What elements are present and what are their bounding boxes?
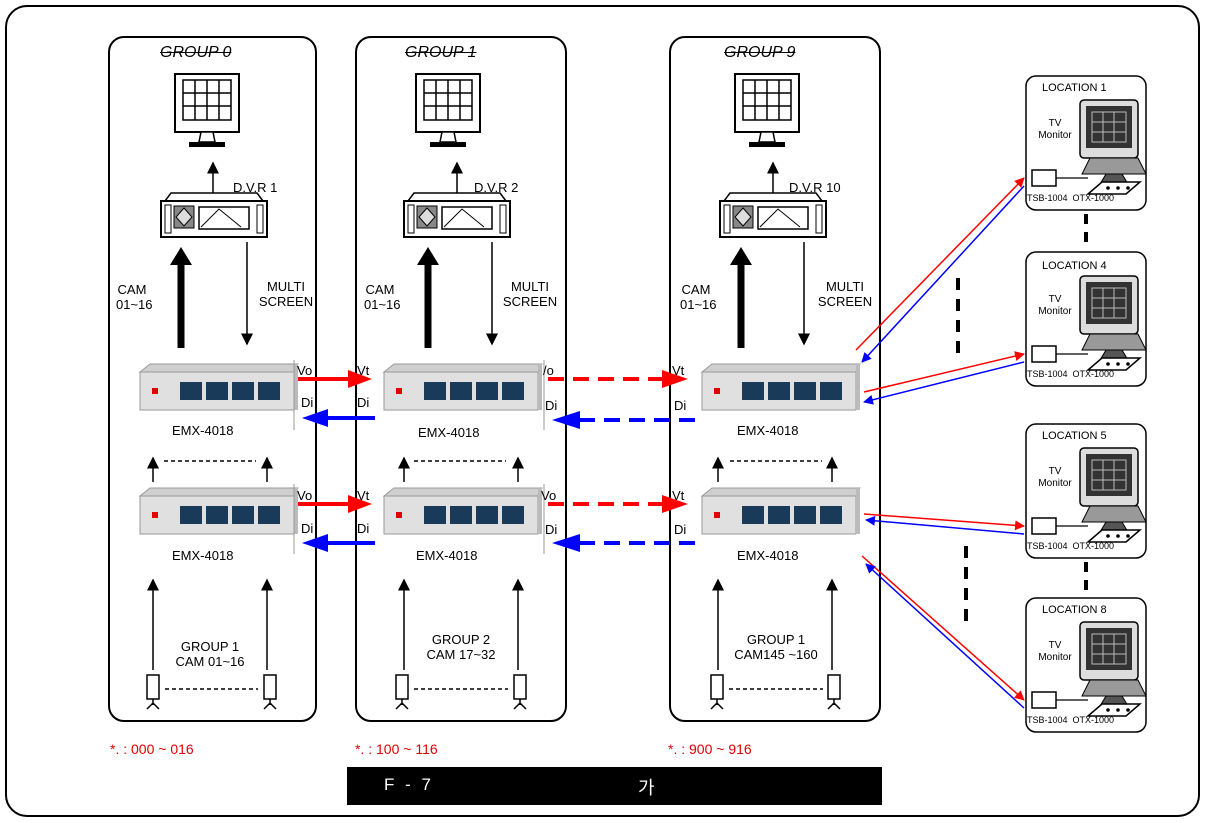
emx-4018-unit-icon xyxy=(383,487,543,535)
camera-icon xyxy=(395,674,409,710)
vt-label: Vt xyxy=(357,363,370,378)
di-label: Di xyxy=(301,521,314,536)
figure-caption-id: F - 7 xyxy=(384,775,434,794)
location-5-title: LOCATION 5 xyxy=(1042,430,1107,442)
tv-monitor-icon xyxy=(1079,447,1147,533)
dvr-icon xyxy=(160,192,268,238)
camera-icon xyxy=(263,674,277,710)
emx-label: EMX-4018 xyxy=(416,548,478,563)
dvr-icon xyxy=(403,192,511,238)
emx-4018-unit-icon xyxy=(383,363,543,411)
vo-label: Vo xyxy=(297,363,313,378)
monitor-icon xyxy=(734,73,800,148)
location-8-title: LOCATION 8 xyxy=(1042,604,1107,616)
emx-4018-unit-icon xyxy=(139,487,299,535)
vt-label: Vt xyxy=(357,488,370,503)
camera-icon xyxy=(146,674,160,710)
di-label: Di xyxy=(357,521,370,536)
dvr-10-label: D.V.R 10 xyxy=(789,180,841,195)
tv-monitor-icon xyxy=(1079,99,1147,185)
diagram-frame xyxy=(5,5,1200,817)
emx-4018-unit-icon xyxy=(139,363,299,411)
dvr-1-label: D.V.R 1 xyxy=(233,180,278,195)
di-label: Di xyxy=(301,395,314,410)
camera-icon xyxy=(827,674,841,710)
di-label: Di xyxy=(357,395,370,410)
camera-icon xyxy=(710,674,724,710)
range-label: *. : 100 ~ 116 xyxy=(355,741,438,757)
di-label: Di xyxy=(674,522,687,537)
vo-label: /o xyxy=(543,363,554,378)
emx-label: EMX-4018 xyxy=(737,548,799,563)
location-1-title: LOCATION 1 xyxy=(1042,82,1107,94)
monitor-icon xyxy=(174,73,240,148)
location-4-title: LOCATION 4 xyxy=(1042,260,1107,272)
emx-label: EMX-4018 xyxy=(737,423,799,438)
figure-caption-text: 가 xyxy=(638,778,655,798)
range-label: *. : 900 ~ 916 xyxy=(668,741,752,757)
emx-label: EMX-4018 xyxy=(172,548,234,563)
figure-caption-bar xyxy=(347,767,882,805)
device-label: TSB-1004 OTX-1000 xyxy=(1027,193,1115,203)
vt-label: Vt xyxy=(672,363,685,378)
device-label: TSB-1004 OTX-1000 xyxy=(1027,715,1115,725)
vt-label: Vt xyxy=(672,488,685,503)
tv-monitor-icon xyxy=(1079,621,1147,707)
vo-label: Vo xyxy=(297,488,313,503)
group-1-title: GROUP 1 xyxy=(405,44,477,61)
device-label: TSB-1004 OTX-1000 xyxy=(1027,369,1115,379)
monitor-icon xyxy=(415,73,481,148)
emx-4018-unit-icon xyxy=(701,487,861,535)
group-0-title: GROUP 0 xyxy=(160,44,232,61)
dvr-2-label: D.V.R 2 xyxy=(474,180,519,195)
di-label: Di xyxy=(545,522,558,537)
dvr-icon xyxy=(719,192,827,238)
di-label: Di xyxy=(674,398,687,413)
emx-4018-unit-icon xyxy=(701,363,861,411)
vo-label: Vo xyxy=(541,488,557,503)
device-label: TSB-1004 OTX-1000 xyxy=(1027,541,1115,551)
range-label: *. : 000 ~ 016 xyxy=(110,741,194,757)
tv-monitor-icon xyxy=(1079,275,1147,361)
emx-label: EMX-4018 xyxy=(172,423,234,438)
group-9-title: GROUP 9 xyxy=(724,44,796,61)
camera-icon xyxy=(513,674,527,710)
di-label: Di xyxy=(545,398,558,413)
emx-label: EMX-4018 xyxy=(418,425,480,440)
